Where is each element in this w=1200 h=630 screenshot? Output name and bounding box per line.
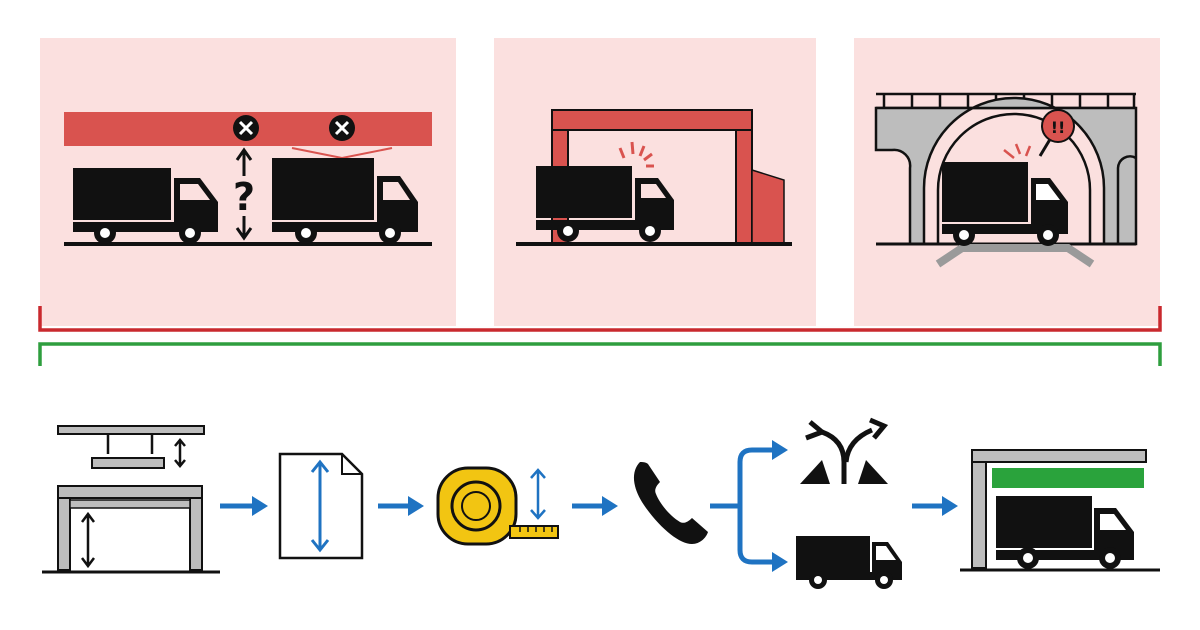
gate-collision-illustration: [516, 109, 792, 246]
scope-brackets: [38, 306, 1162, 366]
truck-icon: [73, 168, 218, 244]
phone-icon: [633, 462, 708, 544]
red-bracket: [38, 306, 1162, 332]
green-bracket: [38, 342, 1162, 366]
warning-sign-glyph: !!: [1051, 118, 1066, 137]
impact-icon: [1003, 143, 1032, 159]
flow-arrow-icon: [572, 496, 618, 516]
clearance-bar: [992, 468, 1144, 488]
flow-arrow-icon: [378, 496, 424, 516]
truck-icon: [536, 166, 674, 242]
gate-frame: [551, 109, 785, 245]
branch-connector: [710, 440, 788, 572]
truck-under-clearance-icon: [960, 449, 1160, 572]
unknown-clearance-illustration: ?: [64, 112, 432, 246]
flow-arrow-icon: [912, 496, 958, 516]
truck-icon: [942, 162, 1068, 246]
ground-line: [516, 242, 792, 246]
panel-bridge-collision: !!: [854, 38, 1160, 326]
unknown-height-indicator: ?: [228, 147, 260, 241]
small-truck-icon: [796, 536, 902, 589]
warning-sign-icon: !!: [1038, 109, 1075, 157]
panel-gate-collision: [494, 38, 816, 326]
process-flow: [42, 417, 1160, 589]
impact-icon: [618, 141, 654, 168]
x-marker-icon: [329, 115, 355, 141]
bridge-collision-illustration: !!: [874, 92, 1138, 268]
panel-unknown-clearance: ?: [40, 38, 456, 326]
question-mark: ?: [233, 175, 255, 219]
bridge-arch: [874, 96, 1138, 246]
tall-truck-icon: [272, 158, 418, 244]
document-height-icon: [278, 452, 364, 560]
garage-height-icon: [42, 425, 220, 574]
flow-arrow-icon: [220, 496, 268, 516]
x-marker-icon: [233, 115, 259, 141]
alternate-route-icon: [800, 417, 889, 484]
ground-line: [64, 242, 432, 246]
tape-measure-icon: [436, 466, 559, 546]
